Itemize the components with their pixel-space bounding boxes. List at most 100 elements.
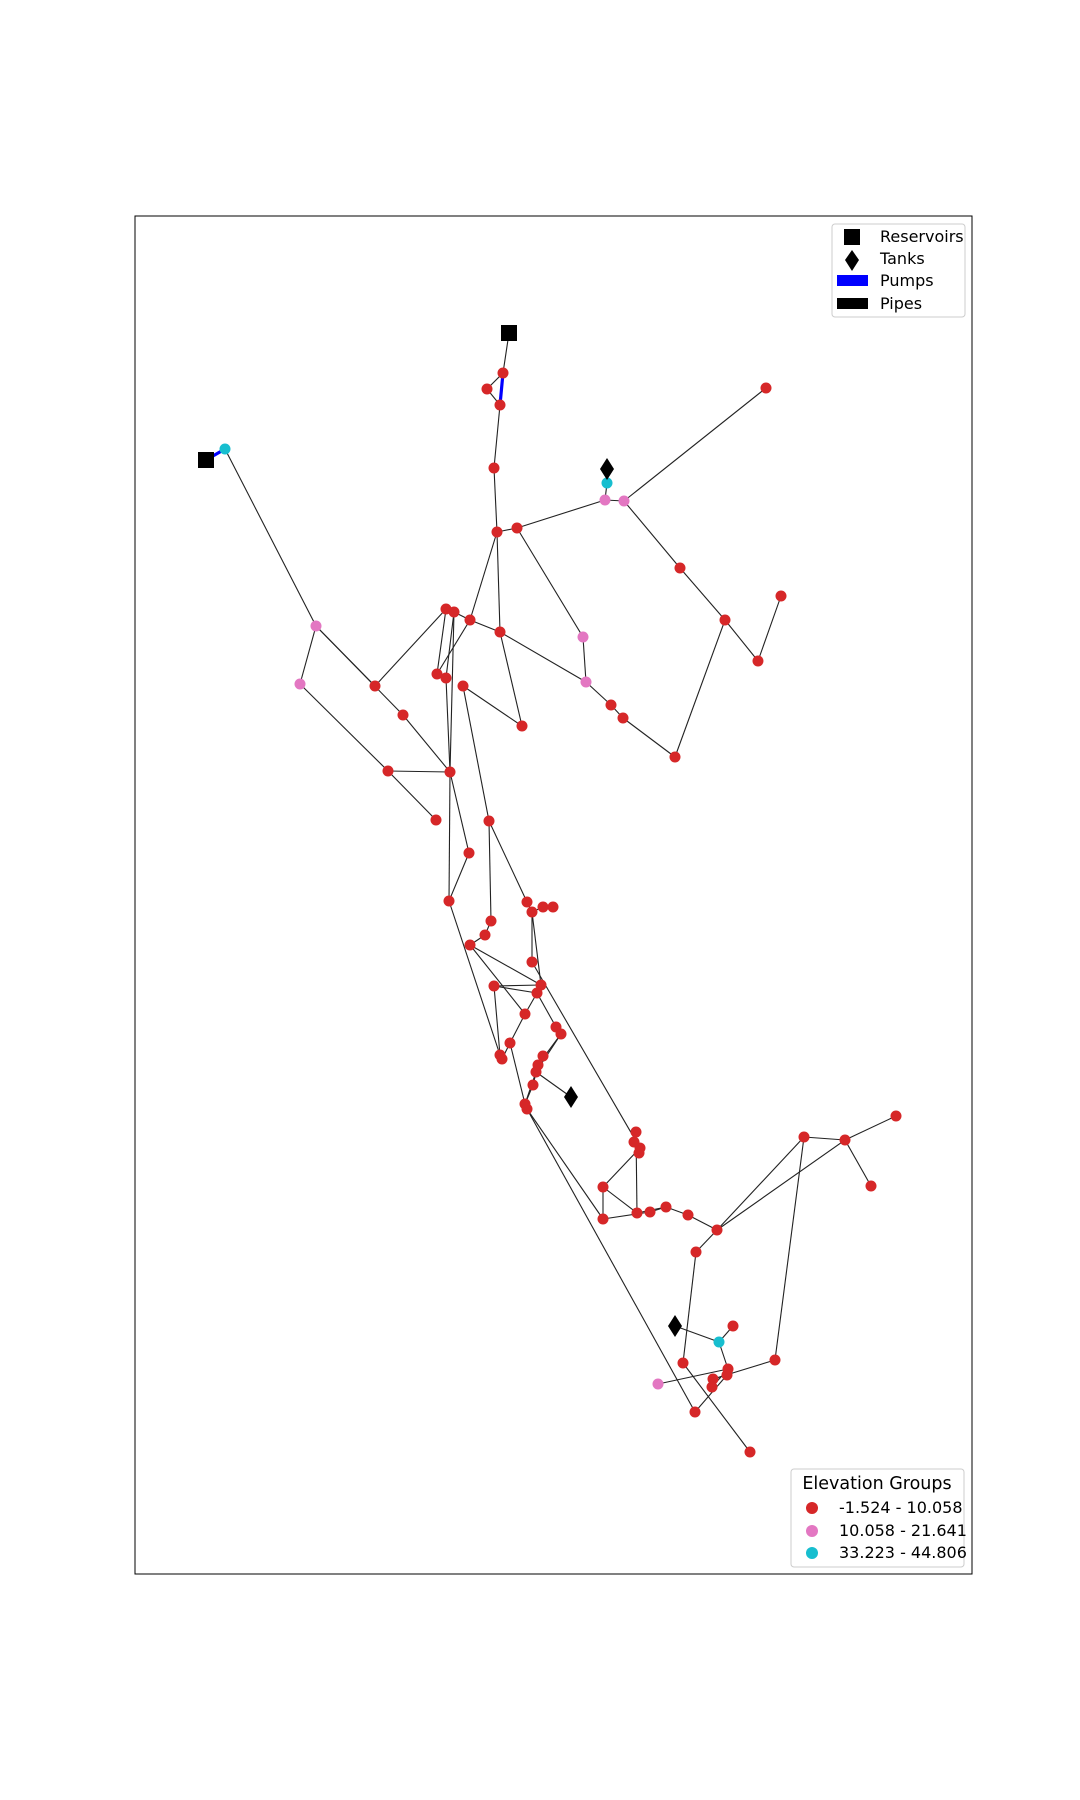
tank-icon — [600, 458, 614, 480]
pipe — [674, 1325, 720, 1343]
junction-node — [497, 367, 509, 379]
junctions-layer — [219, 367, 902, 1458]
junction-node — [597, 1181, 609, 1193]
pipe — [449, 771, 470, 854]
legend-components: Reservoirs Tanks Pumps Pipes — [831, 223, 966, 318]
pipe — [602, 1186, 638, 1214]
junction-node — [555, 1028, 567, 1040]
pipe — [448, 852, 470, 902]
pipe — [531, 911, 542, 986]
junction-node — [682, 1209, 694, 1221]
pipe — [526, 1108, 604, 1220]
pipe — [449, 611, 455, 773]
pipe — [757, 595, 782, 662]
pipe — [462, 685, 523, 727]
junction-node — [580, 676, 592, 688]
junction-node — [865, 1180, 877, 1192]
pipe — [499, 631, 587, 683]
junction-node — [660, 1201, 672, 1213]
junction-node — [530, 1066, 542, 1078]
reservoir-icon — [198, 452, 214, 468]
junction-node — [463, 847, 475, 859]
junction-node — [721, 1369, 733, 1381]
pipe — [488, 820, 528, 903]
junction-node — [618, 495, 630, 507]
pipe — [682, 1362, 751, 1453]
junction-node — [706, 1381, 718, 1393]
legend-label-pumps: Pumps — [880, 271, 934, 290]
legend-label-group-high: 33.223 - 44.806 — [839, 1543, 967, 1562]
reservoirs-tanks-layer — [198, 325, 682, 1337]
junction-node — [744, 1446, 756, 1458]
pipe-legend-icon — [837, 298, 868, 309]
junction-node — [527, 1079, 539, 1091]
pipe — [488, 820, 492, 922]
pipe — [622, 717, 676, 758]
pipe — [516, 499, 606, 529]
pipe — [716, 1136, 805, 1231]
junction-node — [537, 1050, 549, 1062]
junction-node — [547, 901, 559, 913]
pipe — [469, 531, 498, 621]
pipe — [724, 619, 759, 662]
junction-node — [531, 987, 543, 999]
pipe — [493, 467, 498, 533]
junction-node — [617, 712, 629, 724]
junction-node — [752, 655, 764, 667]
pipe — [469, 944, 542, 986]
legend-label-reservoirs: Reservoirs — [880, 227, 964, 246]
junction-node — [219, 443, 231, 455]
junction-node — [464, 939, 476, 951]
pipe — [623, 387, 767, 502]
junction-node — [775, 590, 787, 602]
junction-node — [605, 699, 617, 711]
junction-node — [488, 462, 500, 474]
junction-node — [630, 1126, 642, 1138]
pipe — [535, 1071, 572, 1098]
junction-node — [577, 631, 589, 643]
pipe — [469, 944, 526, 1015]
pipe — [509, 1042, 526, 1105]
pipe — [657, 1368, 729, 1385]
pipe — [299, 683, 389, 772]
junction-node — [707, 1373, 719, 1385]
pipe — [682, 1251, 697, 1364]
junction-node — [798, 1131, 810, 1143]
pipe — [844, 1139, 872, 1187]
junction-node — [481, 383, 493, 395]
pipe — [299, 625, 317, 685]
junction-node — [488, 980, 500, 992]
pipe — [774, 1136, 805, 1361]
junction-node — [440, 672, 452, 684]
junction-node — [727, 1320, 739, 1332]
junction-node — [769, 1354, 781, 1366]
junction-node — [677, 1357, 689, 1369]
junction-node — [519, 1008, 531, 1020]
junction-node — [294, 678, 306, 690]
junction-node — [382, 765, 394, 777]
junction-node — [431, 668, 443, 680]
junction-node — [430, 814, 442, 826]
junction-node — [689, 1406, 701, 1418]
pipe — [623, 500, 681, 569]
pipe — [496, 531, 501, 633]
pipe — [402, 714, 451, 773]
junction-node — [443, 895, 455, 907]
junction-node — [669, 751, 681, 763]
junction-node — [526, 906, 538, 918]
junction-node — [760, 382, 772, 394]
pipe — [493, 985, 501, 1056]
pipe — [493, 985, 538, 994]
junction-node — [526, 956, 538, 968]
junction-node — [690, 1246, 702, 1258]
junction-node — [464, 614, 476, 626]
pipe — [462, 685, 490, 822]
junction-node — [448, 606, 460, 618]
legend-box — [831, 223, 966, 318]
pipe — [224, 448, 317, 627]
pipe — [536, 992, 557, 1028]
pipe — [448, 771, 451, 902]
junction-node — [628, 1136, 640, 1148]
junction-node — [516, 720, 528, 732]
pipe — [516, 527, 584, 638]
